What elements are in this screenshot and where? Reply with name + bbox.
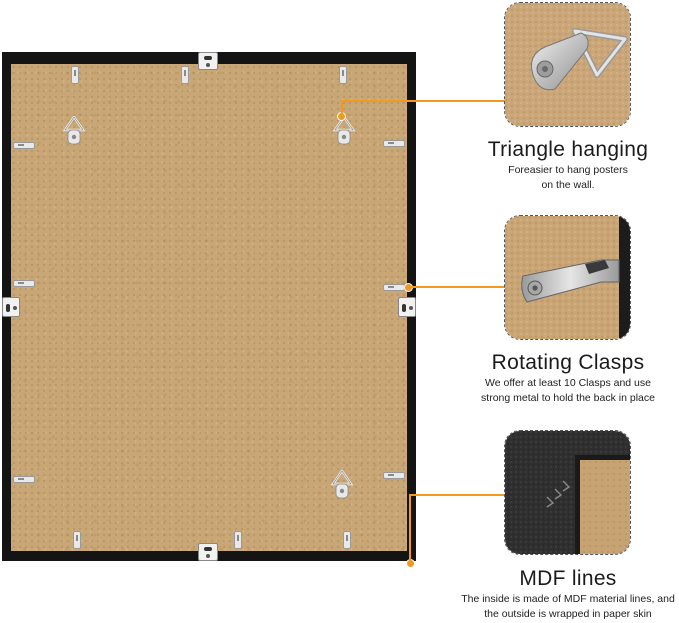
triangle-hanger-icon (63, 116, 85, 145)
callout-line (341, 100, 505, 102)
callout-line (341, 100, 343, 114)
picture-frame-back (2, 52, 416, 561)
callout-line (410, 286, 505, 288)
callout-line (409, 494, 411, 562)
callout-line (409, 494, 505, 496)
feature-desc-mdf-lines: The inside is made of MDF material lines… (461, 593, 675, 620)
feature-title-mdf-lines: MDF lines (519, 567, 617, 590)
edge-hanger (2, 297, 20, 317)
feature-title-triangle-hanging: Triangle hanging (487, 138, 649, 161)
edge-hanger (198, 52, 218, 70)
clasp (73, 531, 81, 549)
rotating-clasp-photo (504, 215, 631, 340)
feature-desc-rotating-clasps: We offer at least 10 Clasps and use stro… (481, 377, 655, 404)
callout-dot (406, 559, 415, 568)
mdf-corner-closeup-icon (505, 431, 630, 554)
clasp (71, 66, 79, 84)
triangle-hanger-closeup-icon (505, 3, 630, 126)
edge-hanger (198, 543, 218, 561)
rotating-clasp-closeup-icon (505, 216, 630, 339)
clasp (13, 142, 35, 149)
edge-hanger (398, 297, 416, 317)
callout-dot (404, 283, 413, 292)
mdf-backing-board (11, 64, 407, 551)
triangle-hanger-icon (333, 116, 355, 145)
mdf-corner-photo (504, 430, 631, 555)
clasp (13, 280, 35, 287)
triangle-hanger-icon (331, 470, 353, 499)
clasp (343, 531, 351, 549)
feature-desc-triangle-hanging: Foreasier to hang posters on the wall. (508, 164, 628, 191)
clasp (181, 66, 189, 84)
clasp (339, 66, 347, 84)
clasp (383, 472, 405, 479)
clasp (383, 140, 405, 147)
clasp (234, 531, 242, 549)
triangle-hanger-photo (504, 2, 631, 127)
feature-title-rotating-clasps: Rotating Clasps (491, 351, 645, 374)
clasp (383, 284, 405, 291)
clasp (13, 476, 35, 483)
